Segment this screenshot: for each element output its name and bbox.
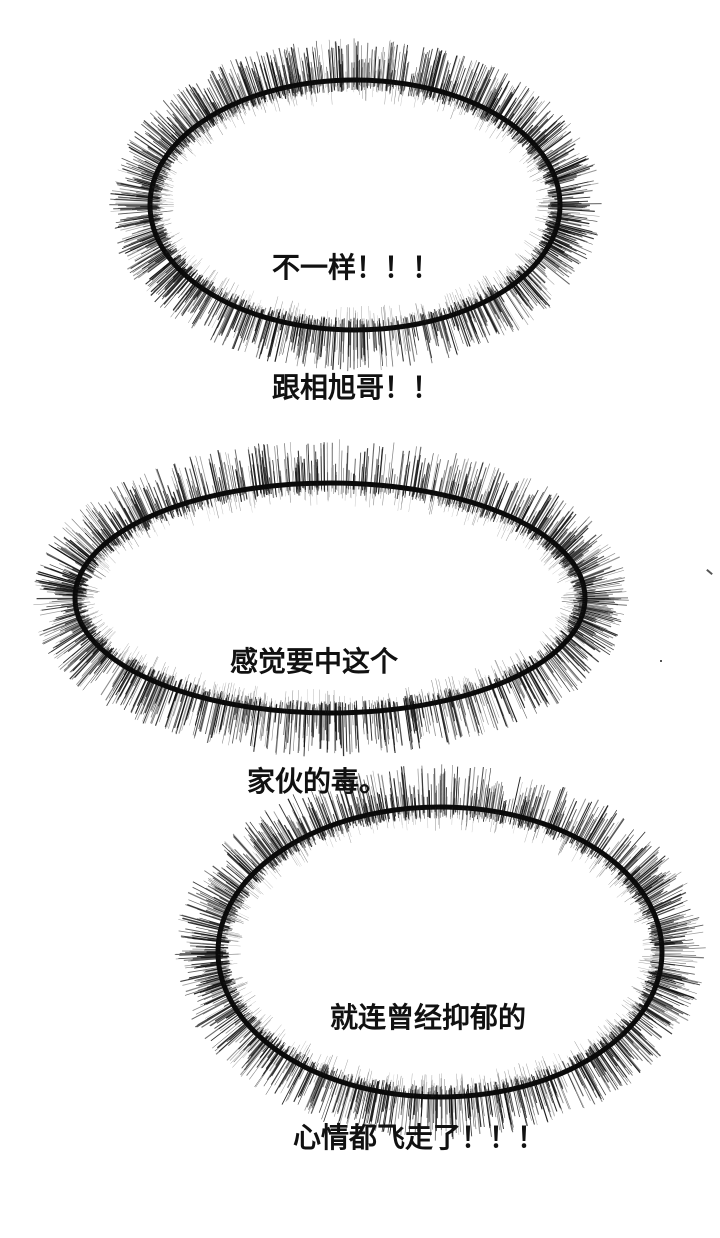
- speech-bubble-1: 不一样！！！ 跟相旭哥！！: [272, 168, 440, 488]
- bubble-1-line-2: 跟相旭哥！！: [272, 368, 440, 408]
- bubble-1-line-1: 不一样！！！: [272, 248, 440, 288]
- bubble-2-line-2: 家伙的毒。: [230, 762, 398, 802]
- comic-panel: 不一样！！！ 跟相旭哥！！ 感觉要中这个 家伙的毒。 就连曾经抑郁的 心情都飞走…: [0, 0, 720, 1189]
- speech-bubble-2: 感觉要中这个 家伙的毒。: [230, 562, 398, 882]
- speech-bubble-3: 就连曾经抑郁的 心情都飞走了！！！: [293, 918, 545, 1238]
- bubble-3-line-1: 就连曾经抑郁的: [293, 998, 545, 1038]
- ink-speck: [660, 660, 662, 662]
- bubble-2-line-1: 感觉要中这个: [230, 642, 398, 682]
- bubble-3-line-2: 心情都飞走了！！！: [293, 1118, 545, 1158]
